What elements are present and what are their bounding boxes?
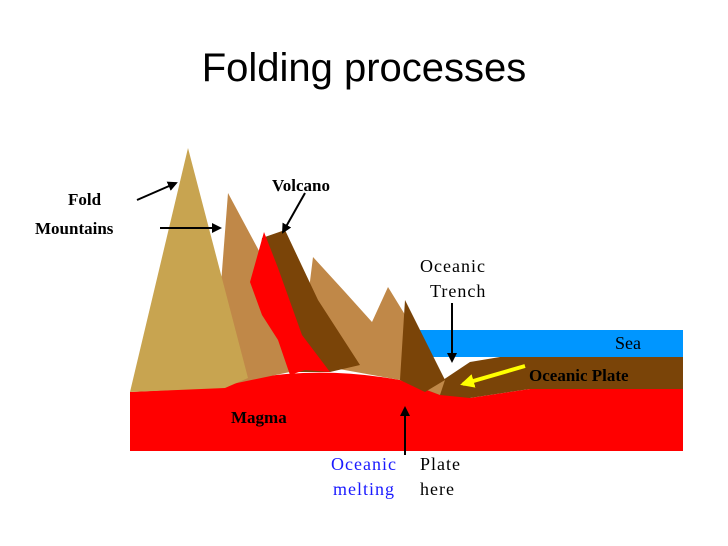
subduction-arrow (460, 364, 526, 388)
label-melting-oceanic: Oceanic (331, 454, 397, 474)
volcano-arrow (282, 192, 306, 234)
label-magma: Magma (231, 408, 287, 427)
label-sea: Sea (615, 333, 641, 353)
label-oceanic-plate: Oceanic Plate (529, 366, 629, 385)
label-fold: Fold (68, 190, 102, 209)
label-mountains: Mountains (35, 219, 114, 238)
sea-region (415, 330, 683, 357)
dark-brown-slope (400, 300, 445, 392)
label-volcano: Volcano (272, 176, 330, 195)
slide-title: Folding processes (201, 46, 527, 90)
fold-mountain-tall (130, 148, 248, 392)
label-melting-melting: melting (333, 479, 395, 499)
label-trench: Trench (430, 281, 486, 301)
label-melting-plate: Plate (420, 454, 461, 474)
label-oceanic: Oceanic (420, 256, 486, 276)
fold-arrow-upper (136, 181, 178, 201)
label-melting-here: here (420, 479, 455, 499)
oceanic-plate (425, 357, 683, 404)
volcano-magma-flow (250, 232, 330, 375)
